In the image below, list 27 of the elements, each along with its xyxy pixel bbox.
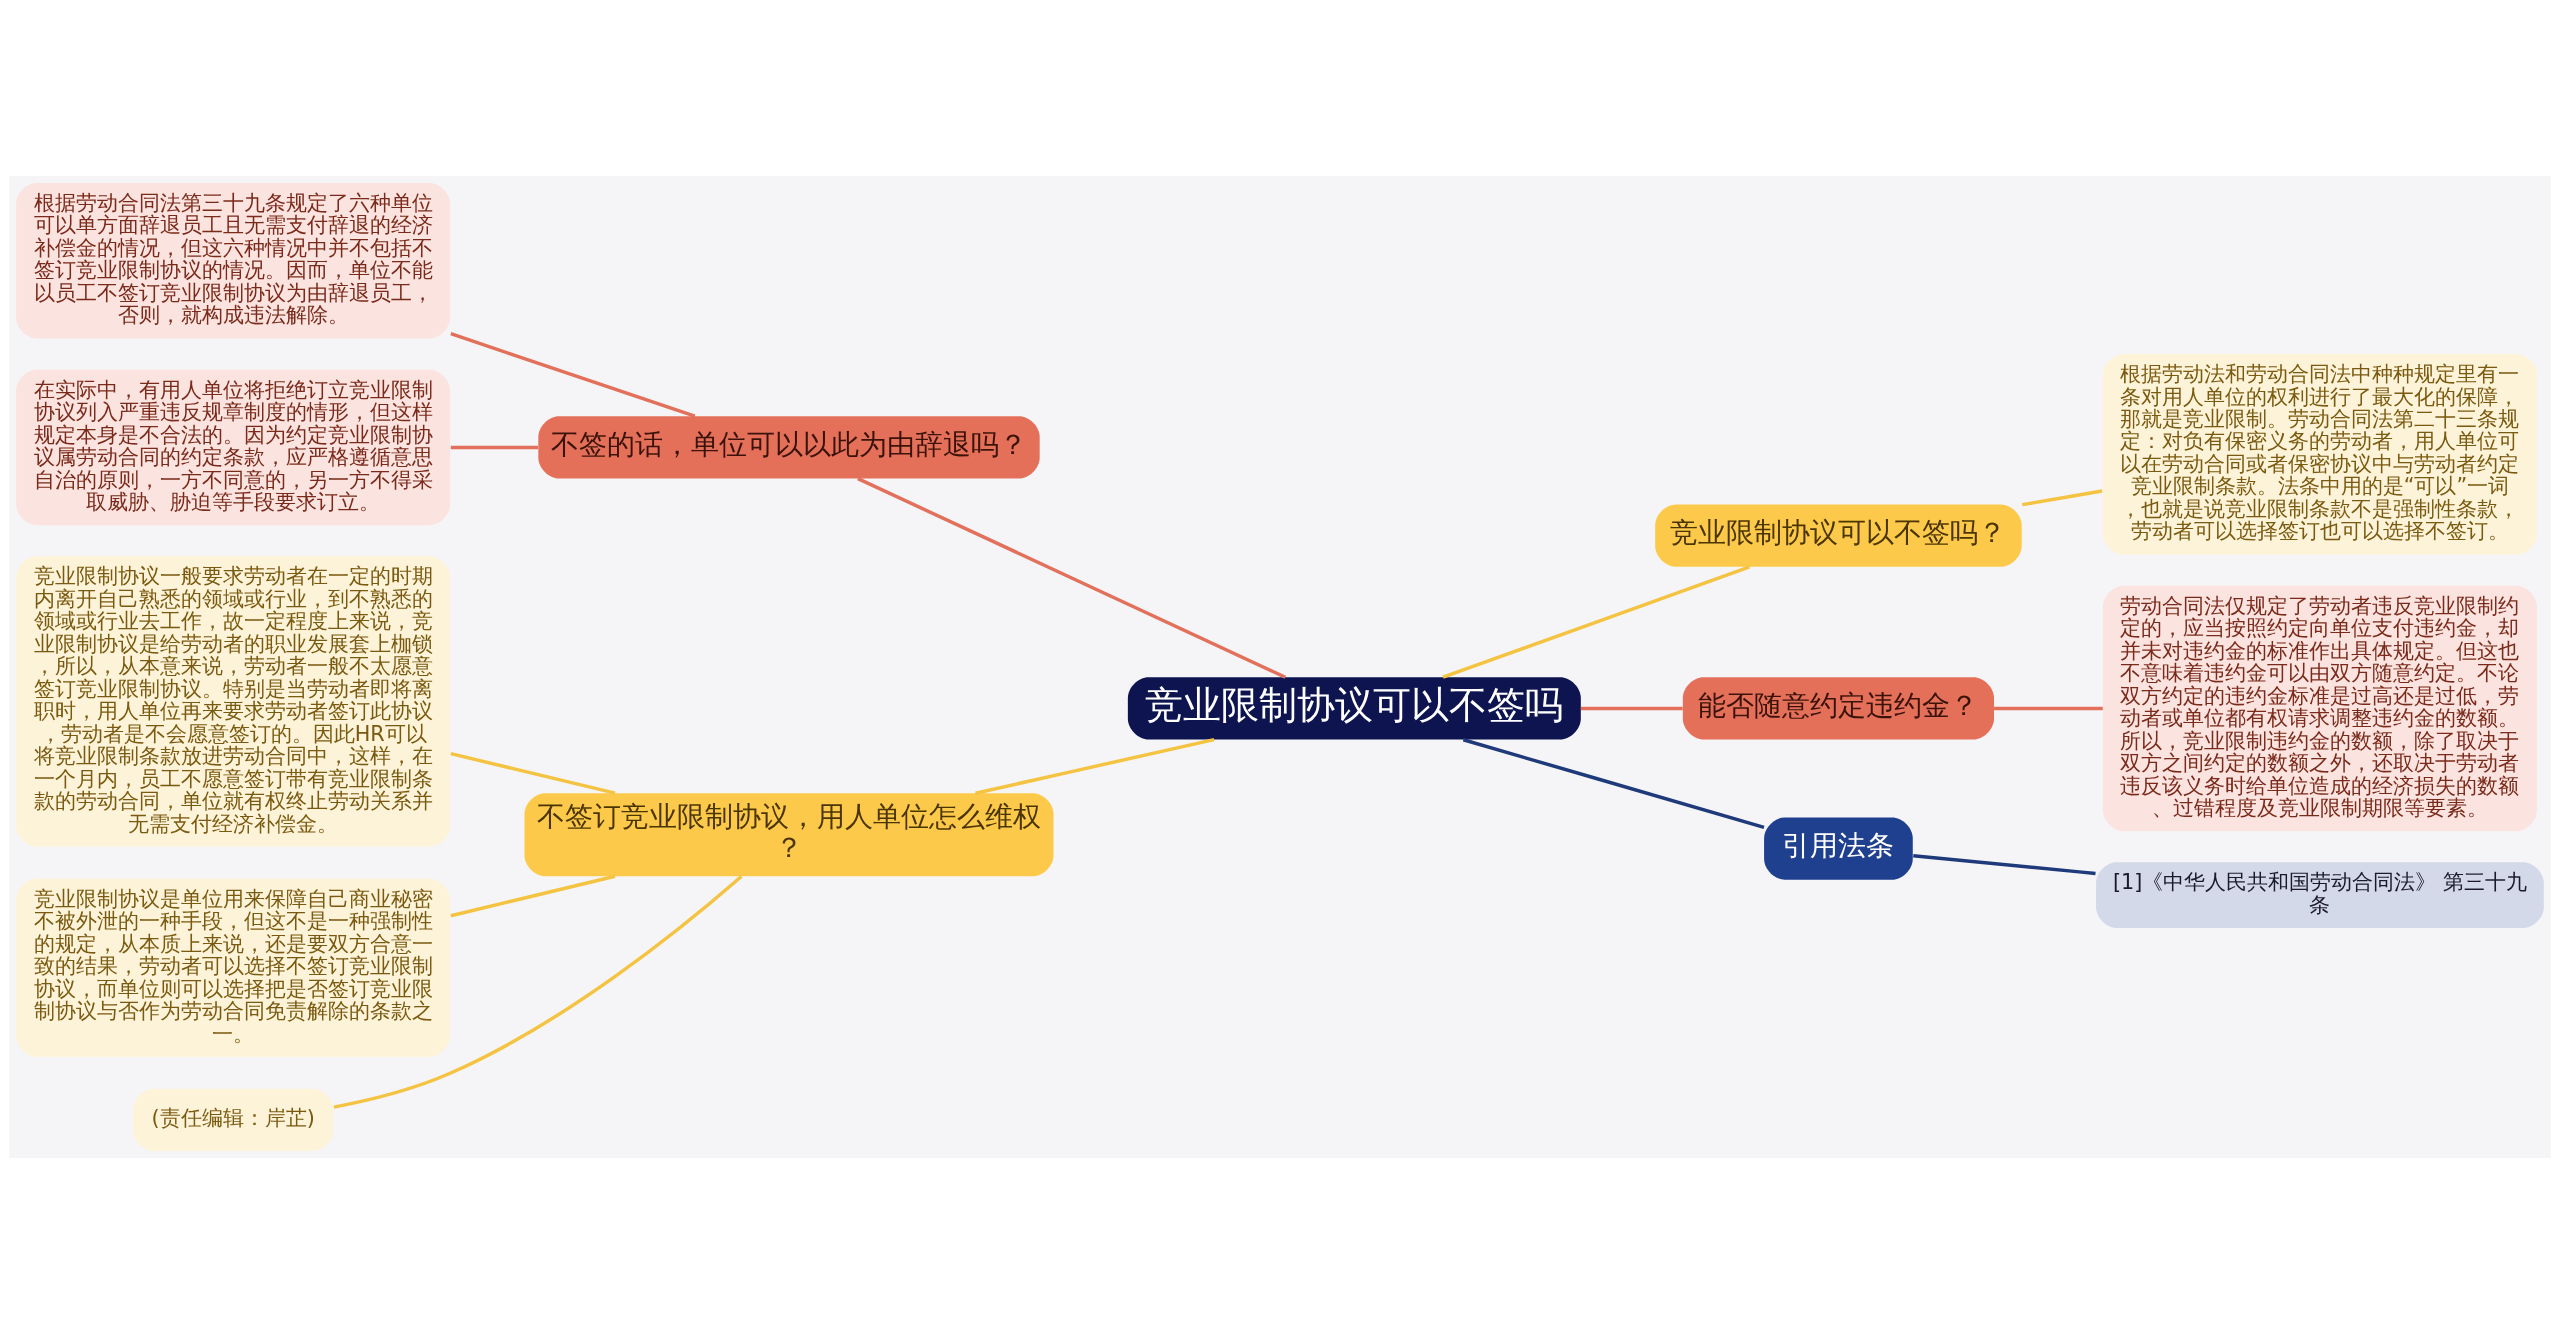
node-box: 竞业限制协议是单位用来保障自己商业秘密不被外泄的一种手段，但这不是一种强制性的规定，从本质上来说，还是要双方合意一致的结果，劳动者可以选择不签订竞业限制协议，而单位则可以选择把是否签订竞业限制协议与否作为劳动合同免责解除的条款之一。 bbox=[16, 878, 451, 1057]
node-box: 竞业限制协议一般要求劳动者在一定的时期内离开自己熟悉的领域或行业，到不熟悉的领域或行业去工作，故一定程度上来说，竞业限制协议是给劳动者的职业发展套上枷锁，所以，从本意来说，劳动者一般不太愿意签订竞业限制协议。特别是当劳动者即将离职时，用人单位再来要求劳动者签订此协议，劳动者是不会愿意签订的。因此HR可以将竞业限制条款放进劳动合同中，这样，在一个月内，员工不愿意签订带有竞业限制条款的劳动合同，单位就有权终止劳动关系并无需支付经济补偿金。 bbox=[16, 555, 451, 847]
connector bbox=[857, 476, 1287, 679]
connector bbox=[1580, 706, 1683, 710]
node-box: (责任编辑：岸芷) bbox=[132, 1088, 334, 1151]
node-box: 竞业限制协议可以不签吗？ bbox=[1655, 504, 2022, 567]
node-box: 不签订竞业限制协议，用人单位怎么维权？ bbox=[524, 792, 1054, 876]
node-box: 劳动合同法仅规定了劳动者违反竞业限制约定的，应当按照约定向单位支付违约金，却并未对违约金的标准作出具体规定。但这也不意味着违约金可以由双方随意约定。不论双方约定的违约金标准是过高还是过低，劳动者或单位都有权请求调整违约金的数额。所以，竞业限制违约金的数额，除了取决于双方之间约定的数额之外，还取决于劳动者违反该义务时给单位造成的经济损失的数额、过错程度及竞业限制期限等要素。 bbox=[2102, 585, 2537, 831]
connector bbox=[450, 445, 538, 449]
connector bbox=[1462, 737, 1765, 829]
node-box: 根据劳动法和劳动合同法中种种规定里有一条对用人单位的权利进行了最大化的保障，那就是竞业限制。劳动合同法第二十三条规定：对负有保密义务的劳动者，用人单位可以在劳动合同或者保密协议中与劳动者约定竞业限制条款。法条中用的是“可以”一词，也就是说竞业限制条款不是强制性条款，劳动者可以选择签订也可以选择不签订。 bbox=[2102, 353, 2537, 555]
node-box: [1]《中华人民共和国劳动合同法》 第三十九条 bbox=[2096, 861, 2544, 928]
connector bbox=[450, 331, 696, 418]
node-box: 竞业限制协议可以不签吗 bbox=[1127, 676, 1581, 740]
node-box: 在实际中，有用人单位将拒绝订立竞业限制协议列入严重违反规章制度的情形，但这样规定本身是不合法的。因为约定竞业限制协议属劳动合同的约定条款，应严格遵循意思自治的原则，一方不同意的，另一方不得采取威胁、胁迫等手段要求订立。 bbox=[16, 369, 451, 525]
connector bbox=[333, 874, 743, 1109]
connector bbox=[2021, 488, 2103, 506]
node-box: 引用法条 bbox=[1764, 816, 1913, 880]
connector bbox=[1913, 853, 2096, 875]
connector bbox=[1994, 706, 2103, 710]
node-box: 不签的话，单位可以以此为由辞退吗？ bbox=[538, 415, 1040, 479]
node-box: 根据劳动合同法第三十九条规定了六种单位可以单方面辞退员工且无需支付辞退的经济补偿金的情况，但这六种情况中并不包括不签订竞业限制协议的情况。因而，单位不能以员工不签订竞业限制协议为由辞退员工，否则，就构成违法解除。 bbox=[16, 182, 451, 338]
node-box: 能否随意约定违约金？ bbox=[1682, 676, 1994, 740]
connector bbox=[975, 737, 1215, 795]
connector bbox=[1442, 564, 1751, 679]
connector bbox=[450, 874, 616, 917]
connector bbox=[450, 751, 616, 795]
